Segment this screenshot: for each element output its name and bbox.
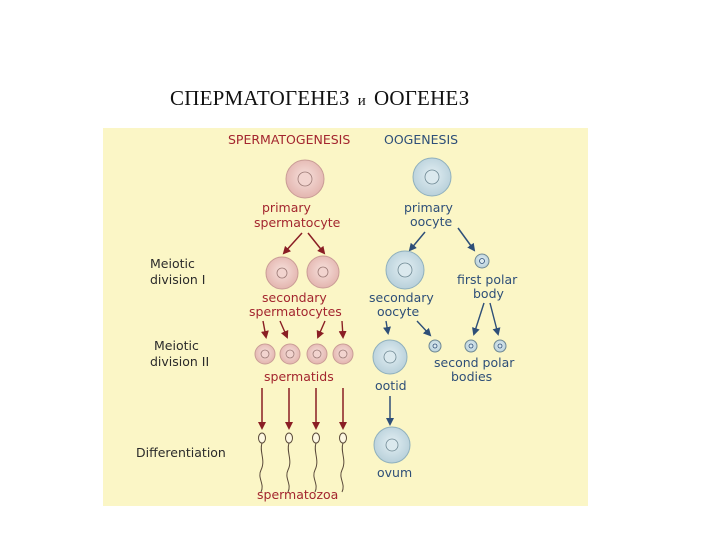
label-secondary-oocyte-2: oocyte <box>377 304 419 319</box>
label-ovum: ovum <box>377 465 412 480</box>
arrow-to-second-polar-body-3 <box>490 303 498 334</box>
spermatozoon-4 <box>340 433 347 492</box>
arrow-to-spermatid-2 <box>280 321 287 337</box>
header-oogenesis: OOGENESIS <box>384 132 458 147</box>
arrow-to-spermatid-3 <box>318 321 325 337</box>
arrow-to-first-polar-body <box>458 228 474 250</box>
primary-spermatocyte-cell <box>286 160 324 198</box>
arrow-to-second-polar-body-2 <box>474 303 484 334</box>
header-spermatogenesis: SPERMATOGENESIS <box>228 132 350 147</box>
stage-meiotic-2-line1: Meiotic <box>154 338 199 353</box>
arrow-to-secondary-2 <box>308 233 324 253</box>
label-primary-oocyte-1: primary <box>404 200 454 215</box>
label-spermatids: spermatids <box>264 369 334 384</box>
label-first-polar-body-1: first polar <box>457 272 518 287</box>
spermatid-cell-2 <box>280 344 300 364</box>
label-primary-oocyte-2: oocyte <box>410 214 452 229</box>
stage-meiotic-2-line2: division II <box>150 354 209 369</box>
stage-differentiation: Differentiation <box>136 445 226 460</box>
label-primary-spermatocyte-2: spermatocyte <box>254 215 341 230</box>
arrow-to-second-polar-body-1 <box>417 321 430 335</box>
spermatozoon-3 <box>313 433 320 492</box>
spermatid-cell-4 <box>333 344 353 364</box>
secondary-spermatocyte-cell-1 <box>266 257 298 289</box>
spermatozoon-1 <box>259 433 266 492</box>
arrow-to-secondary-oocyte <box>410 232 425 250</box>
secondary-spermatocyte-cell-2 <box>307 256 339 288</box>
label-primary-spermatocyte-1: primary <box>262 200 312 215</box>
secondary-oocyte-cell <box>386 251 424 289</box>
label-first-polar-body-2: body <box>473 286 505 301</box>
spermatid-cell-3 <box>307 344 327 364</box>
label-spermatozoa: spermatozoa <box>257 487 338 502</box>
second-polar-body-cell-2 <box>465 340 477 352</box>
first-polar-body-cell <box>475 254 489 268</box>
ootid-cell <box>373 340 407 374</box>
arrow-to-ootid <box>386 321 388 333</box>
second-polar-body-cell-3 <box>494 340 506 352</box>
label-secondary-oocyte-1: secondary <box>369 290 434 305</box>
primary-oocyte-cell <box>413 158 451 196</box>
spermatid-cell-1 <box>255 344 275 364</box>
spermatozoon-2 <box>286 433 293 492</box>
label-secondary-spermatocytes-1: secondary <box>262 290 327 305</box>
stage-meiotic-1-line1: Meiotic <box>150 256 195 271</box>
stage-meiotic-1-line2: division I <box>150 272 206 287</box>
arrow-to-secondary-1 <box>284 233 302 253</box>
arrow-to-spermatid-1 <box>263 321 266 337</box>
label-secondary-spermatocytes-2: spermatocytes <box>249 304 342 319</box>
label-second-polar-bodies-1: second polar <box>434 355 515 370</box>
arrow-to-spermatid-4 <box>342 321 343 337</box>
ovum-cell <box>374 427 410 463</box>
second-polar-body-cell-1 <box>429 340 441 352</box>
label-second-polar-bodies-2: bodies <box>451 369 492 384</box>
label-ootid: ootid <box>375 378 407 393</box>
